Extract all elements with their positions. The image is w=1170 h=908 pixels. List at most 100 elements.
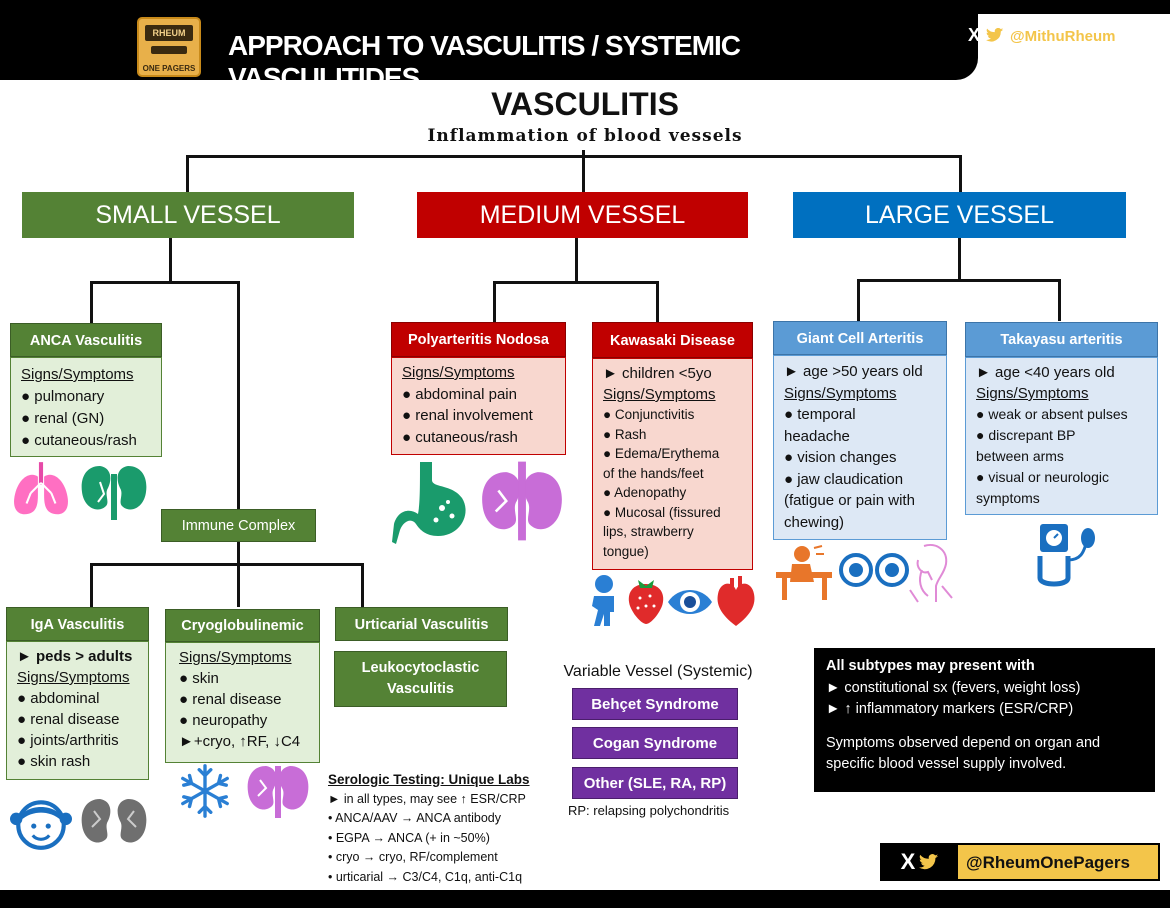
symptom-item: ● vision changes — [784, 449, 897, 466]
lungs-icon — [14, 462, 68, 515]
connector — [656, 281, 659, 323]
connector — [493, 281, 659, 284]
bottom-border — [0, 890, 1170, 908]
immune-complex-box: Immune Complex — [161, 509, 316, 542]
connector — [857, 279, 860, 321]
takayasu-age-note: ► age <40 years old — [976, 364, 1115, 381]
root-subtitle: Inflammation of blood vessels — [427, 126, 743, 146]
blood-pressure-icon — [1037, 524, 1095, 587]
footer-handle-text: @RheumOnePagers — [966, 853, 1130, 872]
symptom-item: ● abdominal — [17, 690, 100, 707]
symptom-item: ● Conjunctivitis — [603, 407, 695, 422]
cogan-syndrome-box: Cogan Syndrome — [572, 727, 738, 759]
signs-heading: Signs/Symptoms — [21, 366, 134, 383]
signs-heading: Signs/Symptoms — [976, 385, 1089, 402]
symptom-item: ● renal (GN) — [21, 410, 105, 427]
large-vessel-header: LARGE VESSEL — [793, 192, 1126, 238]
connector — [90, 281, 93, 324]
gca-age-note: ► age >50 years old — [784, 363, 923, 380]
symptom-item: tongue) — [603, 543, 649, 559]
kawasaki-disease-box: ► children <5yo Signs/Symptoms ● Conjunc… — [592, 358, 753, 570]
symptom-item: (fatigue or pain with — [784, 492, 915, 509]
serologic-item: • EGPA → ANCA (+ in ~50%) — [328, 830, 490, 845]
symptom-item: ● Mucosal (fissured — [603, 504, 721, 520]
symptom-item: lips, strawberry — [603, 524, 694, 539]
kidney-purple-icon — [482, 461, 562, 541]
symptom-item: chewing) — [784, 513, 845, 531]
connector — [493, 281, 496, 323]
root-title: VASCULITIS — [491, 86, 679, 122]
symptom-item: ● joints/arthritis — [17, 732, 119, 749]
symptom-item: of the hands/feet — [603, 465, 704, 481]
top-handle: X@MithuRheum — [968, 25, 1158, 46]
stomach-icon — [392, 462, 466, 544]
connector — [575, 238, 578, 282]
kawasaki-age-note: ► children <5yo — [603, 365, 712, 382]
variable-vessel-title: Variable Vessel (Systemic) — [563, 663, 753, 680]
symptom-item: ● skin rash — [17, 753, 91, 770]
all-subtypes-item: ► constitutional sx (fevers, weight loss… — [826, 679, 1081, 696]
signs-heading: Signs/Symptoms — [17, 669, 130, 686]
connector — [857, 279, 1061, 282]
child-icon — [592, 575, 614, 626]
logo-text: RHEUM — [145, 25, 193, 41]
connector — [958, 238, 961, 280]
symptom-item: ● abdominal pain — [402, 385, 517, 403]
eyes-icon — [839, 553, 909, 587]
kidney-purple-icon — [247, 766, 309, 818]
symptom-item: ● jaw claudication — [784, 470, 904, 488]
serologic-testing-section: Serologic Testing: Unique Labs ► in all … — [328, 770, 563, 887]
symptom-item: symptoms — [976, 490, 1040, 506]
symptom-item: ● renal disease — [17, 711, 120, 728]
serologic-title: Serologic Testing: Unique Labs — [328, 772, 530, 787]
symptom-item: ● Edema/Erythema — [603, 446, 720, 461]
connector — [237, 542, 240, 564]
signs-heading: Signs/Symptoms — [402, 364, 515, 381]
takayasu-arteritis-title: Takayasu arteritis — [965, 322, 1158, 357]
connector — [186, 155, 962, 158]
rp-footnote: RP: relapsing polychondritis — [568, 803, 730, 818]
x-twitter-icon: X — [882, 845, 958, 879]
symptom-item: ● temporal — [784, 406, 856, 423]
symptom-item: ● pulmonary — [21, 388, 105, 405]
connector — [582, 150, 585, 192]
iga-vasculitis-title: IgA Vasculitis — [6, 607, 149, 641]
symptom-item: ● Rash — [603, 426, 647, 442]
giant-cell-arteritis-title: Giant Cell Arteritis — [773, 321, 947, 355]
logo-mark — [151, 46, 187, 54]
connector — [1058, 279, 1061, 321]
polyarteritis-nodosa-box: Signs/Symptoms ● abdominal pain ● renal … — [391, 357, 566, 455]
connector — [169, 238, 172, 282]
symptom-item: ● renal involvement — [402, 407, 533, 424]
all-subtypes-title: All subtypes may present with — [826, 658, 1035, 674]
heart-icon — [717, 576, 755, 626]
child-face-icon — [10, 800, 72, 850]
connector — [237, 281, 240, 509]
medium-vessel-header: MEDIUM VESSEL — [417, 192, 748, 238]
kidney-icon — [81, 466, 147, 520]
anca-vasculitis-box: Signs/Symptoms ● pulmonary ● renal (GN) … — [10, 357, 162, 457]
x-icon: X — [968, 25, 981, 45]
symptom-item: ● Adenopathy — [603, 485, 687, 500]
other-systemic-box: Other (SLE, RA, RP) — [572, 767, 738, 799]
all-subtypes-item: ► ↑ inflammatory markers (ESR/CRP) — [826, 701, 1074, 717]
connector — [959, 155, 962, 192]
iga-vasculitis-box: ► peds > adults Signs/Symptoms ● abdomin… — [6, 641, 149, 780]
symptom-item: headache — [784, 427, 850, 445]
connector — [186, 155, 189, 192]
headache-icon — [776, 545, 832, 600]
strawberry-icon — [628, 580, 664, 624]
symptom-item: between arms — [976, 448, 1064, 464]
symptom-item: ● discrepant BP — [976, 427, 1076, 443]
signs-heading: Signs/Symptoms — [784, 384, 897, 402]
eye-icon — [668, 590, 712, 614]
signs-heading: Signs/Symptoms — [179, 649, 292, 666]
behcet-syndrome-box: Behçet Syndrome — [572, 688, 738, 720]
symptom-item: ● cutaneous/rash — [21, 432, 137, 449]
kidney-gray-icon — [81, 799, 147, 843]
all-subtypes-box: All subtypes may present with ► constitu… — [814, 648, 1155, 792]
connector — [361, 563, 364, 607]
symptom-item: ● skin — [179, 670, 219, 687]
snowflake-icon — [181, 764, 229, 818]
